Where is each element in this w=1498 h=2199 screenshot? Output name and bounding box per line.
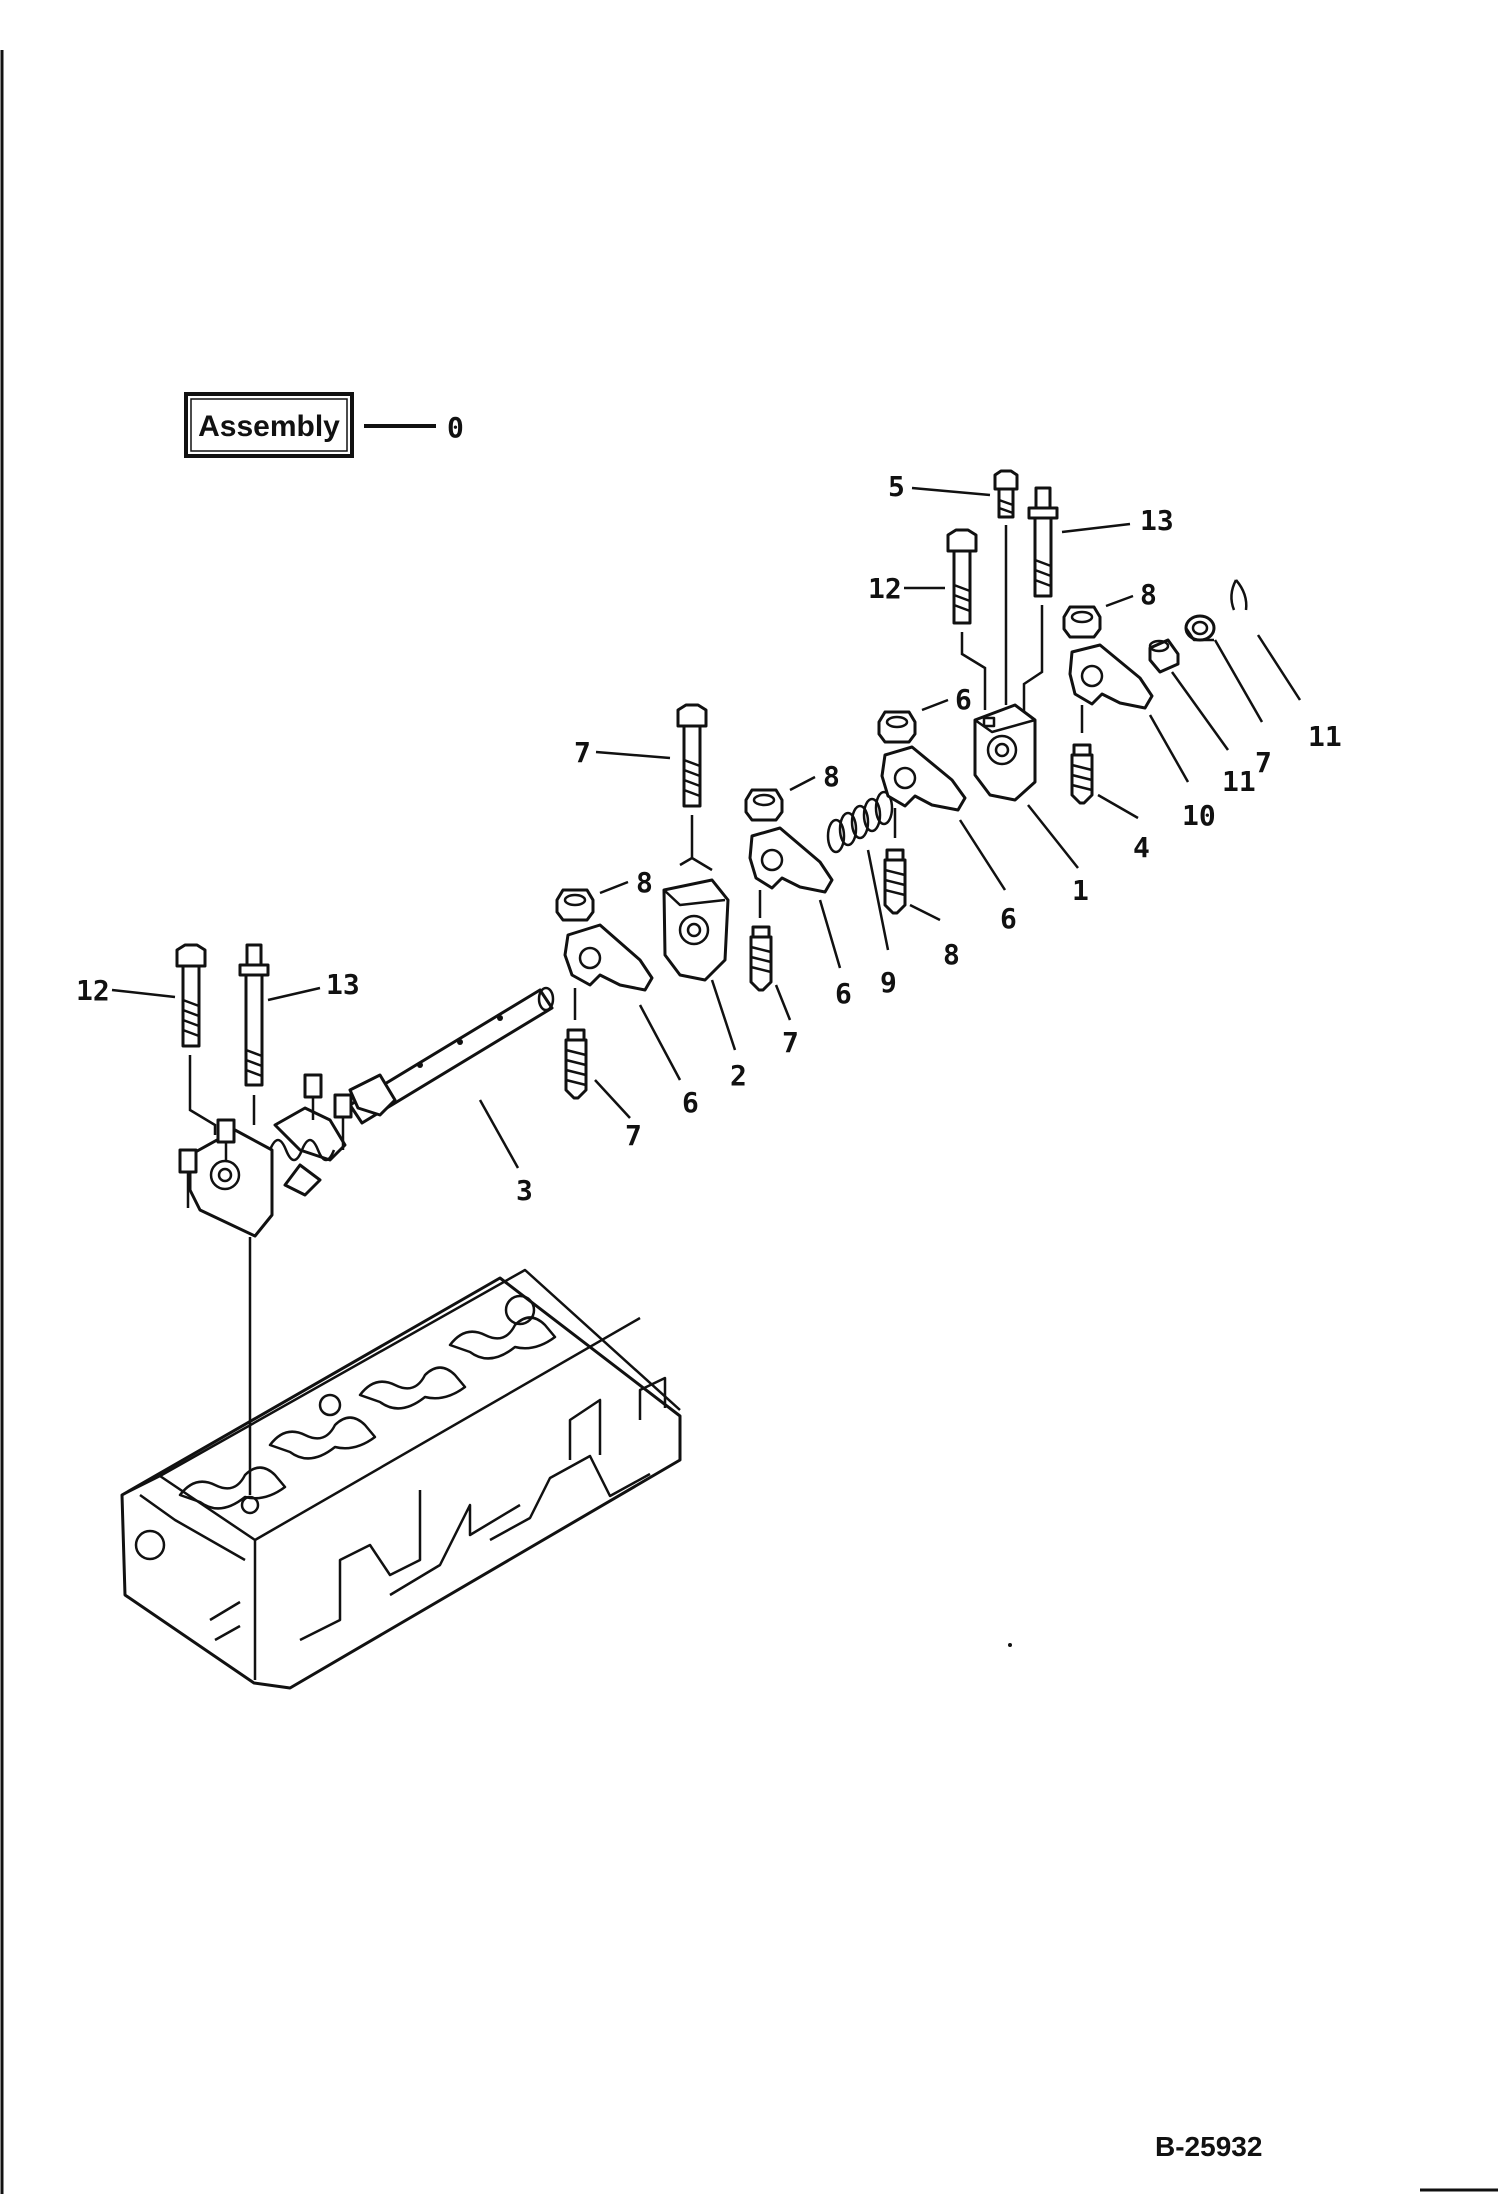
nut-8-group2	[744, 788, 784, 822]
rocker-arm-6-group4	[1068, 643, 1154, 710]
callout-12-mid: 7	[574, 736, 591, 769]
bolt-12-right	[946, 528, 978, 625]
callout-4: 11	[1222, 765, 1256, 798]
clip-11	[1230, 579, 1248, 611]
callout-6-group4: 10	[1182, 799, 1216, 832]
callout-8-group3: 6	[955, 683, 972, 716]
stray-mark	[1008, 1643, 1012, 1647]
nut-8-group4	[1062, 605, 1102, 639]
callout-8-group1: 8	[636, 866, 653, 899]
assembly-label: Assembly	[198, 410, 340, 443]
callout-2: 2	[730, 1059, 747, 1092]
collar-4	[1148, 638, 1180, 674]
callout-10: 7	[1255, 746, 1272, 779]
bolt-12-mid	[676, 703, 708, 808]
leader-bolt-12-mid	[679, 815, 713, 872]
adjust-screw-7-group4	[1070, 743, 1094, 805]
adjust-screw-7-group3	[883, 848, 907, 915]
assembly-number: 0	[447, 411, 464, 444]
callout-11: 11	[1308, 720, 1342, 753]
callout-1: 1	[1072, 874, 1089, 907]
leader-bolt-12-left	[188, 1055, 217, 1135]
rocker-shaft-assembly	[178, 986, 555, 1238]
nut-8-group3	[877, 710, 917, 744]
callout-3: 3	[516, 1174, 533, 1207]
leader-stud-13-right	[1022, 605, 1044, 712]
callout-6-group1: 6	[682, 1086, 699, 1119]
bolt-12-left	[175, 943, 207, 1048]
callout-6-group3: 6	[1000, 902, 1017, 935]
stud-13-left	[238, 943, 270, 1087]
callout-12-right: 12	[868, 572, 902, 605]
callout-9: 9	[880, 966, 897, 999]
rocker-bracket-1	[973, 703, 1037, 802]
callout-8-group4: 8	[1140, 578, 1157, 611]
callout-7-group4: 4	[1133, 831, 1150, 864]
leader-bolt-12-right	[960, 632, 987, 710]
callout-13-right: 13	[1140, 504, 1174, 537]
rocker-arm-6-group3	[880, 745, 967, 812]
callout-5: 5	[888, 470, 905, 503]
rocker-arm-6-group1	[563, 923, 654, 992]
callout-7-group2: 7	[782, 1026, 799, 1059]
rocker-bracket-2	[662, 878, 730, 982]
assembly-box-inner	[190, 398, 348, 452]
spring-9	[826, 790, 894, 854]
callout-8-group2: 8	[823, 760, 840, 793]
plug-10	[1184, 614, 1216, 642]
stud-13-right	[1027, 486, 1059, 598]
assembly-box	[184, 392, 354, 458]
callout-7-group3: 8	[943, 938, 960, 971]
cylinder-head	[120, 1268, 682, 1690]
callout-12-left: 12	[76, 974, 110, 1007]
callout-13-left: 13	[326, 968, 360, 1001]
callout-7-group1: 7	[625, 1119, 642, 1152]
adjust-screw-7-group1	[564, 1028, 588, 1100]
nut-8-group1	[555, 888, 595, 922]
rocker-arm-6-group2	[748, 826, 834, 894]
bolt-5	[993, 469, 1019, 519]
assembly-legend: Assembly 0	[184, 392, 464, 458]
adjust-screw-7-group2	[749, 925, 773, 992]
callout-6-group2: 6	[835, 977, 852, 1010]
drawing-code: B-25932	[1155, 2131, 1262, 2162]
